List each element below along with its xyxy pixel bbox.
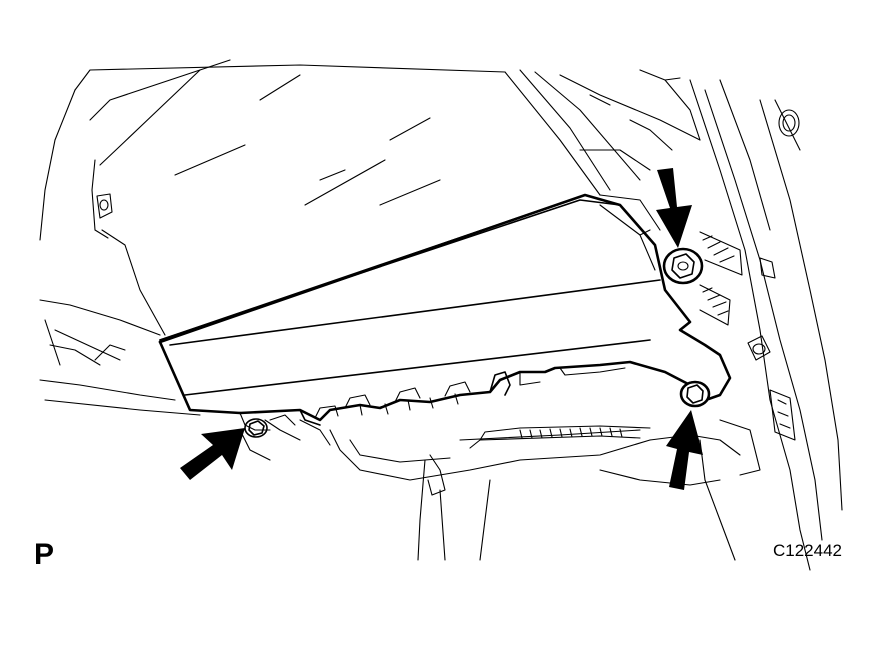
lower-right-bolt-arrow: [666, 410, 703, 490]
main-unit-housing: [158, 193, 732, 431]
callout-arrows: [180, 168, 703, 490]
bolt-lower-left: [244, 418, 268, 438]
view-label: P: [34, 538, 55, 571]
bolts: [244, 247, 711, 438]
body-background-lines: [39, 59, 843, 571]
bolt-top-right: [662, 247, 704, 285]
lower-left-bolt-arrow: [180, 428, 245, 480]
figure-code: C122442: [772, 541, 842, 560]
top-right-bolt-arrow: [656, 168, 692, 248]
bolt-lower-right: [679, 380, 711, 408]
lower-mechanism: [239, 419, 741, 561]
